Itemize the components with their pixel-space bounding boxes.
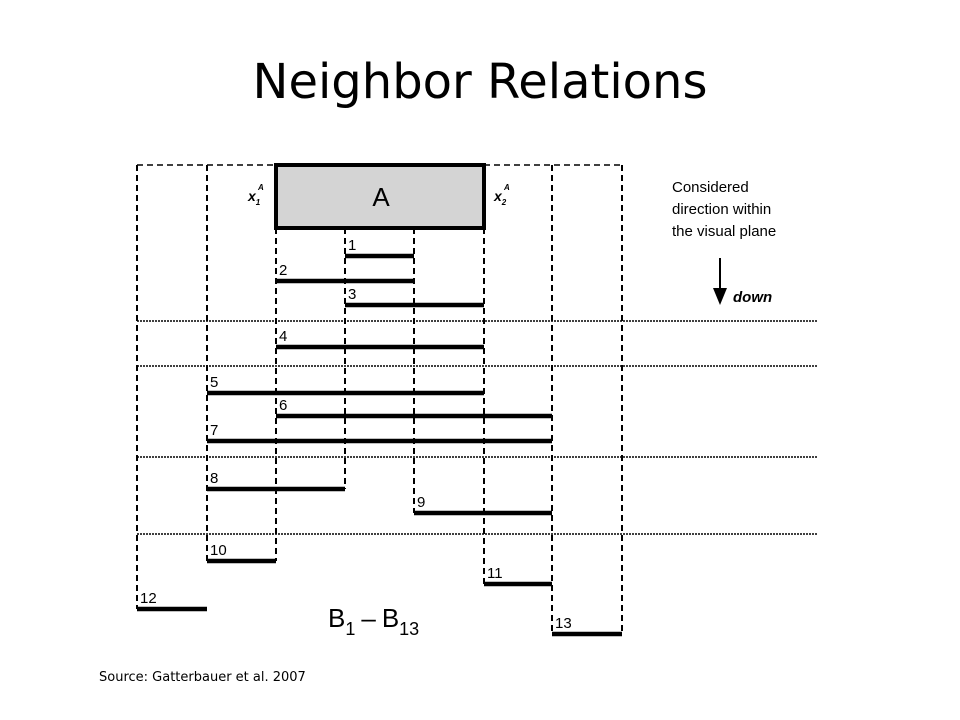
x2-subscript: 2 [501, 198, 507, 207]
bar-label: 5 [210, 374, 218, 391]
x1-subscript: 1 [256, 198, 261, 207]
note-line-2: direction within [672, 201, 771, 218]
note-line-3: the visual plane [672, 223, 776, 240]
down-arrow-icon [713, 258, 727, 305]
bar-8: 8 [207, 470, 345, 492]
bar-10: 10 [207, 542, 276, 564]
bar-label: 8 [210, 470, 218, 487]
bar-label: 9 [417, 494, 425, 511]
range-b2: B [382, 603, 399, 633]
bar-2: 2 [276, 262, 414, 284]
bar-5: 5 [207, 374, 484, 396]
range-dash: – [361, 603, 376, 633]
bar-label: 2 [279, 262, 287, 279]
bar-12: 12 [137, 590, 207, 612]
bar-label: 4 [279, 328, 287, 345]
range-sub1: 1 [345, 619, 355, 639]
range-sub2: 13 [399, 619, 419, 639]
x2-label: x2 [493, 188, 507, 207]
bar-label: 10 [210, 542, 227, 559]
bar-6: 6 [276, 397, 552, 419]
range-label: B1–B13 [328, 603, 419, 639]
bar-label: 1 [348, 237, 356, 254]
x1-label: x1 [247, 188, 261, 207]
bar-label: 11 [487, 565, 503, 582]
note-line-1: Considered [672, 179, 749, 196]
bar-3: 3 [345, 286, 484, 308]
bar-7: 7 [207, 422, 552, 444]
bar-label: 6 [279, 397, 287, 414]
slide-title: Neighbor Relations [252, 54, 708, 110]
down-label: down [733, 289, 772, 306]
guide-lines [136, 164, 818, 634]
bar-11: 11 [484, 565, 552, 587]
box-a [274, 163, 486, 230]
range-b1: B [328, 603, 345, 633]
bar-4: 4 [276, 328, 484, 350]
source-caption: Source: Gatterbauer et al. 2007 [99, 670, 306, 685]
bar-1: 1 [345, 237, 414, 259]
bar-label: 3 [348, 286, 356, 303]
bar-label: 12 [140, 590, 157, 607]
bar-label: 13 [555, 615, 572, 632]
x2-superscript: A [503, 183, 510, 192]
x1-letter: x [247, 188, 257, 204]
bar-13: 13 [552, 615, 622, 637]
x1-superscript: A [257, 183, 264, 192]
bar-9: 9 [414, 494, 552, 516]
x2-letter: x [493, 188, 503, 204]
box-a-label: A [372, 182, 390, 212]
bar-label: 7 [210, 422, 218, 439]
direction-note: Considered direction within the visual p… [672, 179, 776, 240]
